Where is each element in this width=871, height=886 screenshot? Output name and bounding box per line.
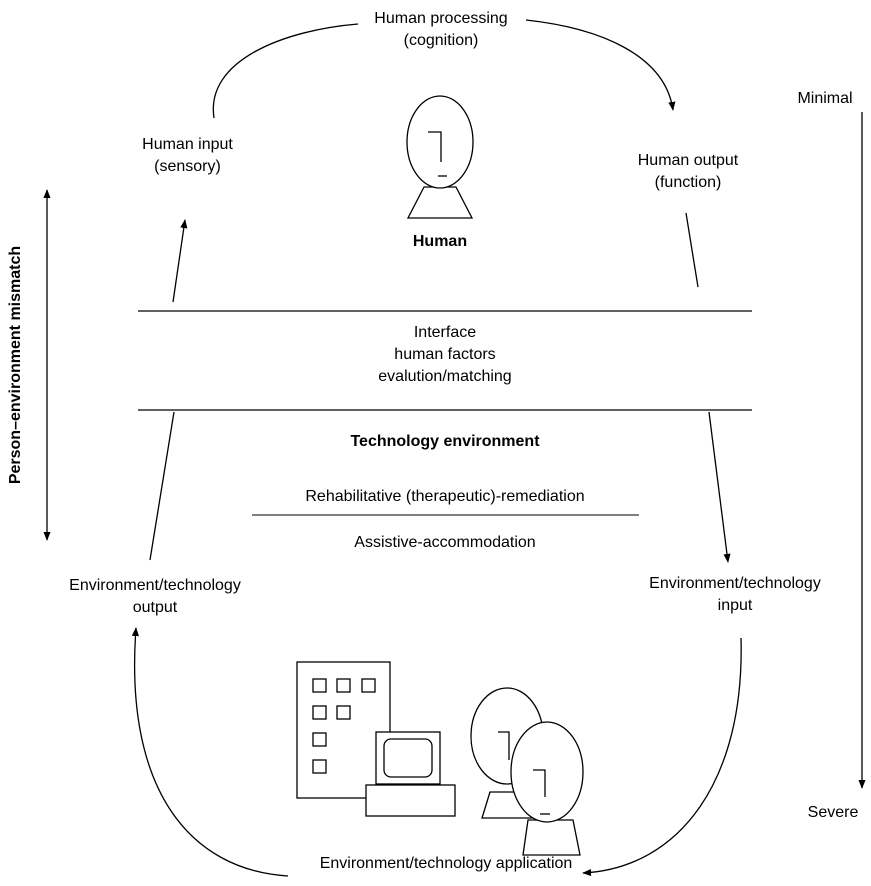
technology-environment-label: Technology environment <box>350 433 540 450</box>
human-label: Human <box>412 233 468 250</box>
line-output-to-interface <box>685 212 699 288</box>
human-input-label: Human input (sensory) <box>142 136 233 175</box>
human-processing-label: Human processing (cognition) <box>374 10 508 49</box>
env-application-label: Environment/technology application <box>319 855 573 872</box>
arrow-env-input-to-application <box>582 637 742 877</box>
arrow-interface-to-input <box>172 219 188 303</box>
severe-label: Severe <box>807 804 859 821</box>
arrow-interface-to-env-input <box>708 411 731 563</box>
env-input-label: Environment/technology input <box>649 575 821 614</box>
two-people-icon <box>470 687 584 856</box>
human-output-label: Human output (function) <box>637 152 739 191</box>
building-icon <box>296 661 391 799</box>
person-environment-mismatch-label: Person–environment mismatch <box>7 245 24 485</box>
arrow-input-to-processing <box>212 23 359 119</box>
interface-label: Interface human factors evalution/matchi… <box>378 324 512 385</box>
minimal-label: Minimal <box>797 90 853 107</box>
arrow-application-to-env-output <box>131 627 289 877</box>
rehabilitative-label: Rehabilitative (therapeutic)-remediation <box>305 488 585 505</box>
line-env-output-to-interface <box>149 411 175 561</box>
human-head-icon <box>406 95 474 219</box>
arrow-processing-to-output <box>525 19 676 111</box>
assistive-label: Assistive-accommodation <box>354 534 536 551</box>
env-output-label: Environment/technology output <box>69 577 241 616</box>
computer-icon <box>365 731 456 817</box>
